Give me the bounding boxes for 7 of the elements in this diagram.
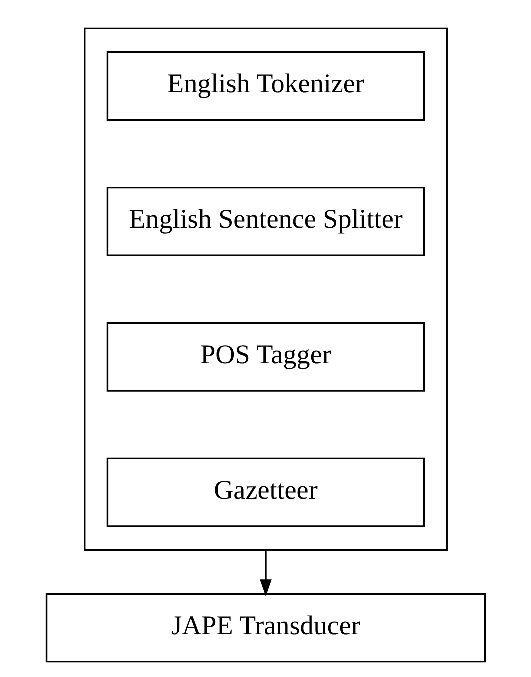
cluster: [84, 28, 448, 551]
arrow: [260, 550, 272, 597]
node-box: English Sentence Splitter: [106, 186, 425, 256]
node-box: POS Tagger: [106, 322, 425, 392]
node-box: JAPE Transducer: [45, 593, 486, 663]
node-box: English Tokenizer: [106, 52, 425, 121]
node-box: Gazetteer: [106, 458, 425, 528]
